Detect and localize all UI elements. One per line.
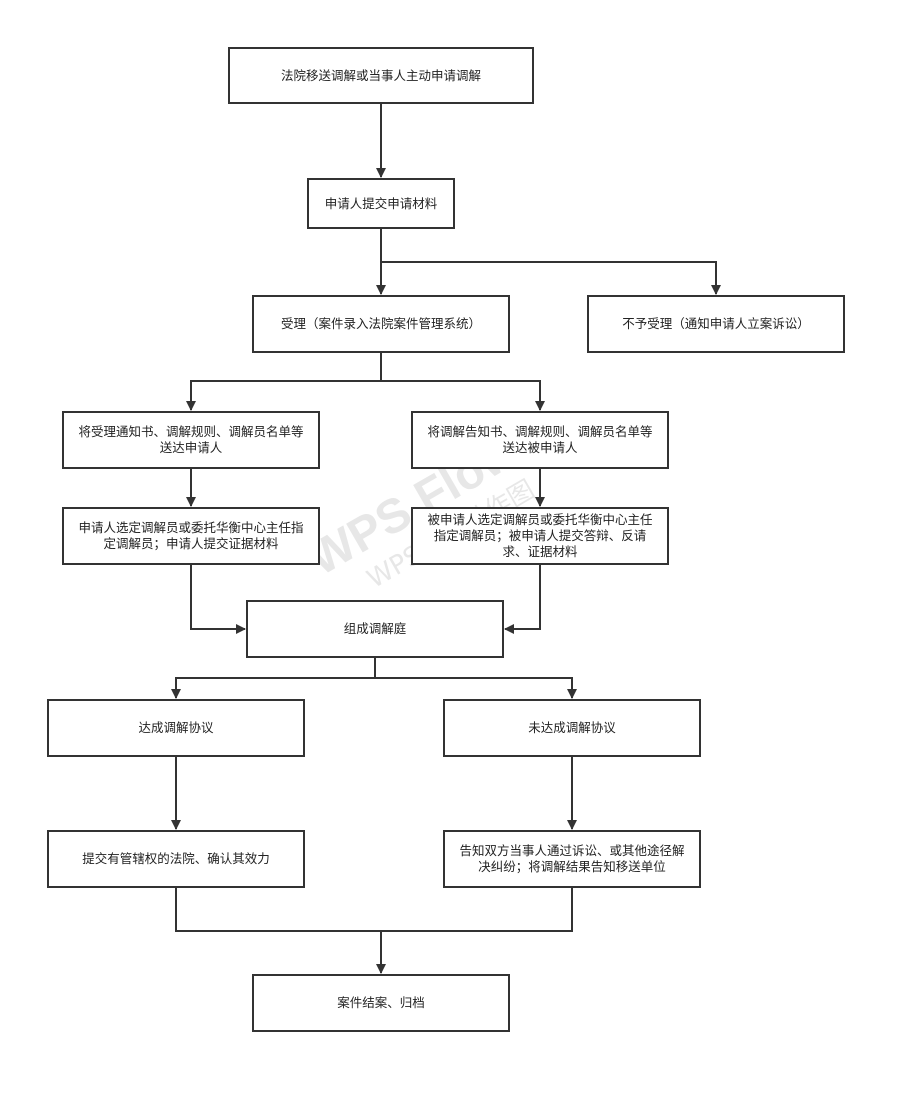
node-no-agreement[interactable]: 未达成调解协议: [443, 699, 701, 757]
arrow-accept-to-notify-respondent: [381, 380, 545, 411]
arrow-tribunal-to-no-agreement: [375, 677, 577, 699]
node-submit-court[interactable]: 提交有管辖权的法院、确认其效力: [47, 830, 305, 888]
node-applicant-select[interactable]: 申请人选定调解员或委托华衡中心主任指 定调解员；申请人提交证据材料: [62, 507, 320, 565]
node-respondent-select[interactable]: 被申请人选定调解员或委托华衡中心主任 指定调解员；被申请人提交答辩、反请 求、证…: [411, 507, 669, 565]
node-tribunal[interactable]: 组成调解庭: [246, 600, 504, 658]
node-submit-materials[interactable]: 申请人提交申请材料: [307, 178, 455, 229]
node-accept[interactable]: 受理（案件录入法院案件管理系统）: [252, 295, 510, 353]
node-notify-applicant[interactable]: 将受理通知书、调解规则、调解员名单等 送达申请人: [62, 411, 320, 469]
arrow-applicant-select-to-tribunal: [190, 564, 246, 634]
arrow-submit-to-reject: [381, 261, 721, 295]
arrow-accept-to-notify-applicant: [186, 380, 381, 411]
node-notify-respondent[interactable]: 将调解告知书、调解规则、调解员名单等 送达被申请人: [411, 411, 669, 469]
arrow-tribunal-to-agreement: [171, 677, 375, 699]
connector-submit-court-merge: [175, 887, 573, 932]
node-reject[interactable]: 不予受理（通知申请人立案诉讼）: [587, 295, 845, 353]
arrow-respondent-select-to-tribunal: [504, 564, 541, 634]
node-start[interactable]: 法院移送调解或当事人主动申请调解: [228, 47, 534, 104]
node-agreement[interactable]: 达成调解协议: [47, 699, 305, 757]
node-inform-parties[interactable]: 告知双方当事人通过诉讼、或其他途径解 决纠纷；将调解结果告知移送单位: [443, 830, 701, 888]
node-close-case[interactable]: 案件结案、归档: [252, 974, 510, 1032]
